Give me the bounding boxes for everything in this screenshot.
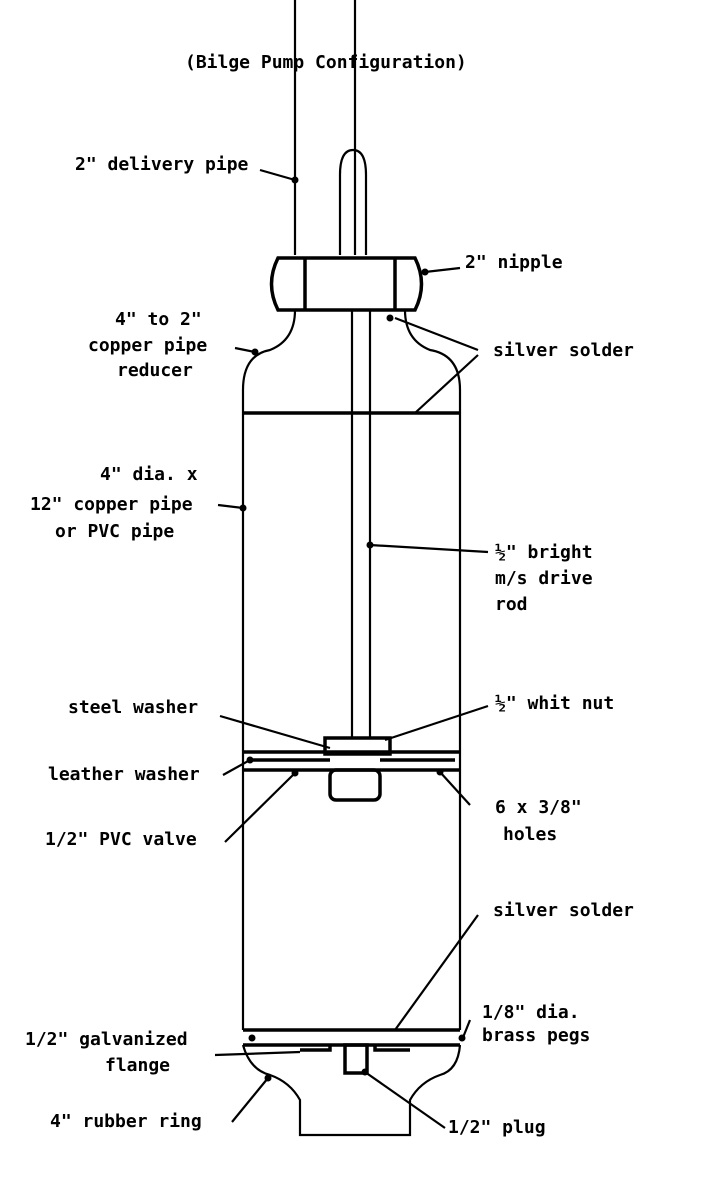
label-pegs-2: brass pegs [482,1025,590,1046]
label-pegs-1: 1/8" dia. [482,1002,580,1023]
leader-lines [214,168,489,1129]
label-nipple: 2" nipple [465,252,563,273]
pump-drawing [241,0,462,1137]
label-rod-1: ½" bright [495,542,593,563]
label-silver-solder-top: silver solder [493,340,634,361]
plug-shape [343,1043,369,1075]
label-holes-2: holes [503,824,557,845]
reducer [241,309,462,391]
label-reducer-2: copper pipe [88,335,207,356]
label-silver-solder-bottom: silver solder [493,900,634,921]
label-rubber-ring: 4" rubber ring [50,1111,202,1132]
label-flange-1: 1/2" galvanized [25,1029,188,1050]
solder-joint-bottom [243,1028,460,1047]
cylinder [241,390,462,1030]
label-rod-3: rod [495,594,528,615]
labels: 2" delivery pipe 2" nipple 4" to 2" copp… [25,154,634,1138]
nut-bottom [328,768,382,802]
label-pvc-valve: 1/2" PVC valve [45,829,197,850]
label-plug: 1/2" plug [448,1117,546,1138]
label-pipe-1: 4" dia. x [100,464,198,485]
drive-rod [350,310,372,738]
label-rod-2: m/s drive [495,568,593,589]
label-holes-1: 6 x 3/8" [495,797,582,818]
label-whit-nut: ½" whit nut [495,693,614,714]
flange [300,1045,410,1052]
label-reducer-3: reducer [117,360,193,381]
label-flange-2: flange [105,1055,170,1076]
label-pipe-3: or PVC pipe [55,521,174,542]
label-pipe-2: 12" copper pipe [30,494,193,515]
label-delivery-pipe: 2" delivery pipe [75,154,249,175]
label-reducer-1: 4" to 2" [115,309,202,330]
label-steel-washer: steel washer [68,697,198,718]
label-leather-washer: leather washer [48,764,200,785]
diagram-title: (Bilge Pump Configuration) [185,52,467,73]
rod-top [338,148,368,255]
delivery-pipe [293,0,357,255]
rubber-ring-bottom [241,1044,462,1137]
nipple [269,256,424,312]
